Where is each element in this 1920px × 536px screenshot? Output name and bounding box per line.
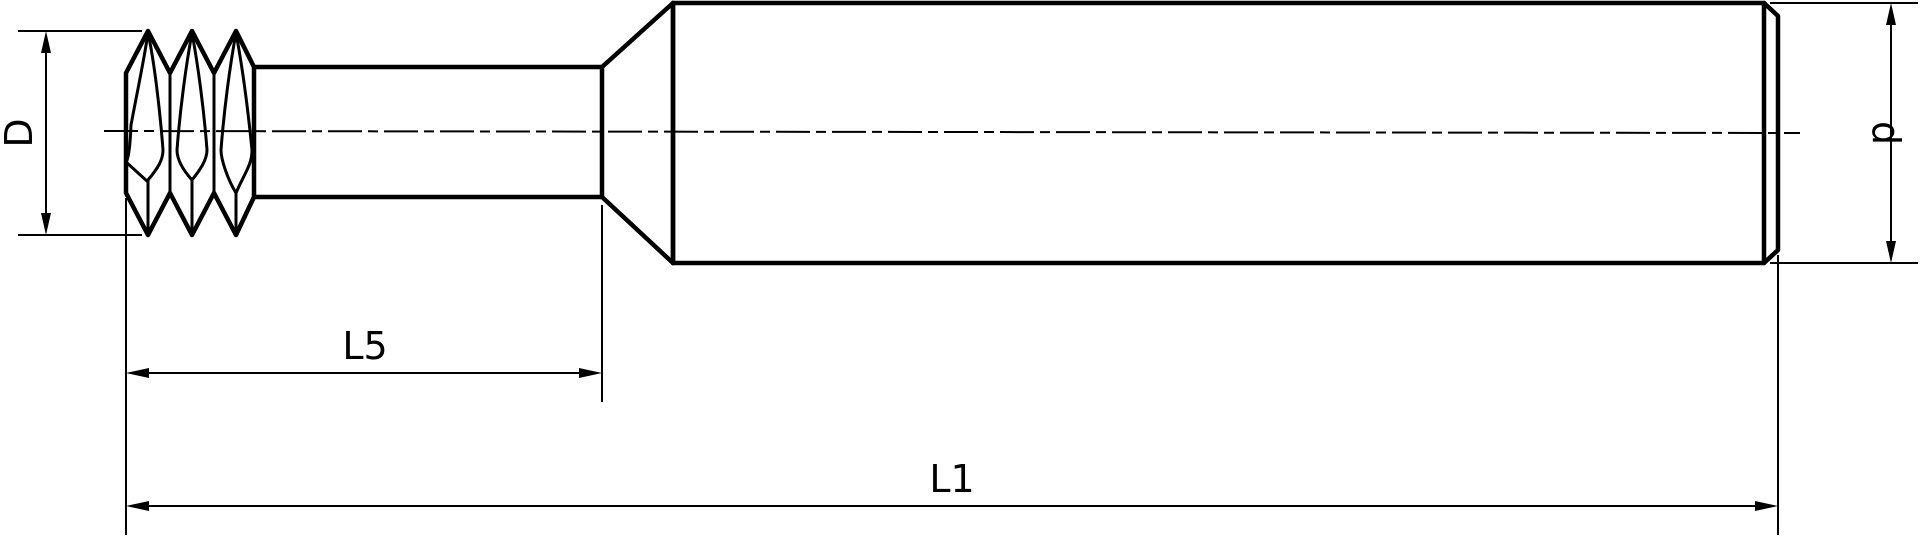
tool-length-label: L1 — [929, 457, 974, 501]
dimension-L5: L5 — [126, 324, 602, 378]
center-line — [103, 130, 1801, 134]
cutting-diameter-label: D — [0, 118, 41, 147]
dimension-L1: L1 — [126, 457, 1778, 511]
neck-length-label: L5 — [342, 324, 387, 368]
dimension-d: d — [1864, 3, 1908, 263]
extension-lines — [18, 2, 1918, 535]
neck — [251, 64, 605, 200]
shank-diameter-label: d — [1864, 121, 1908, 145]
cone-transition — [599, 0, 676, 266]
dimension-D: D — [0, 31, 51, 235]
cutting-head — [123, 28, 257, 238]
